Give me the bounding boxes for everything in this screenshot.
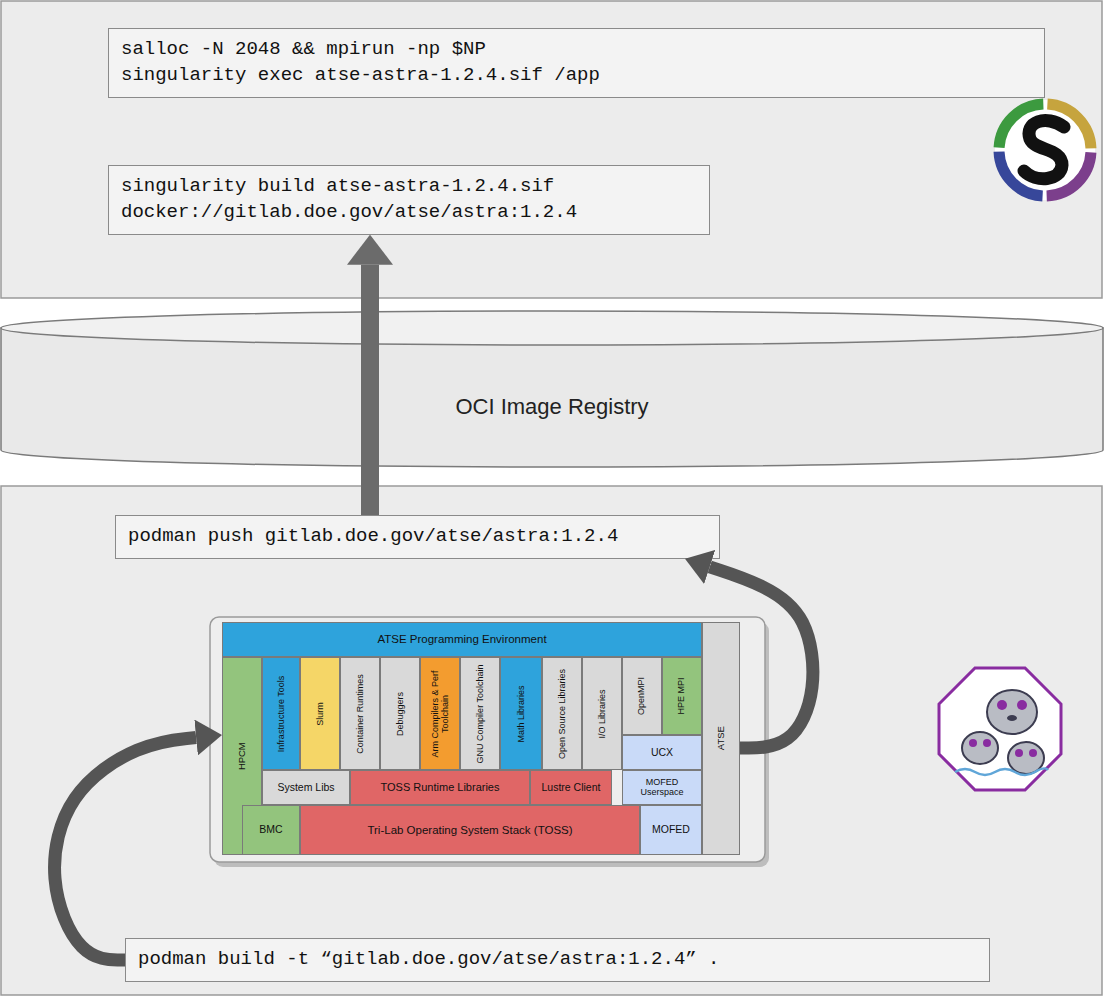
stack-column: Debuggers: [380, 657, 420, 770]
stack-column: Container Runtimes: [340, 657, 380, 770]
water-wave: [955, 768, 1048, 775]
command-text: salloc -N 2048 && mpirun -np $NP singula…: [121, 37, 611, 89]
stack-layer: TOSS Runtime Libraries: [350, 770, 530, 805]
layer-label: GNU Compiler Toolchain: [475, 658, 485, 769]
registry-cylinder: OCI Image Registry: [0, 310, 1104, 470]
seal-head: [962, 732, 998, 764]
logo-ring-green: [997, 102, 1094, 199]
command-box: podman build -t “gitlab.doe.gov/atse/ast…: [125, 938, 990, 982]
seal-eye: [1015, 749, 1023, 757]
seal-nose: [1007, 715, 1017, 721]
layer-label: UCX: [649, 747, 675, 759]
seal-eye: [969, 739, 977, 747]
layer-label: Arm Compilers & Perf Toolchain: [430, 658, 450, 769]
seal-eye: [1017, 700, 1027, 710]
layer-label: Lustre Client: [540, 782, 603, 794]
layer-label: Tri-Lab Operating System Stack (TOSS): [365, 824, 574, 837]
command-text: singularity build atse-astra-1.2.4.sif d…: [121, 174, 588, 226]
layer-label: OpenMPI: [637, 658, 647, 734]
run-panel: [1, 1, 1102, 298]
registry-label: OCI Image Registry: [455, 394, 648, 420]
seal-eye: [997, 700, 1007, 710]
seal-eye: [983, 739, 991, 747]
seal-head: [987, 690, 1037, 734]
layer-label: HPCM: [237, 658, 247, 854]
layer-label: MOFED Userspace: [623, 778, 701, 798]
stack-column: Arm Compilers & Perf Toolchain: [420, 657, 460, 770]
container-frame: [210, 617, 765, 862]
stack-container: [210, 617, 769, 867]
logo-octagon: [939, 668, 1061, 790]
layer-label: System Libs: [275, 782, 336, 794]
layer-label: Infrastructure Tools: [276, 658, 286, 769]
layer-label: HPE MPI: [677, 658, 687, 734]
stack-layer: MOFED: [640, 805, 702, 855]
stack-layer: BMC: [242, 805, 300, 855]
layer-label: Slurm: [315, 658, 325, 769]
stack-layer: System Libs: [262, 770, 350, 805]
stack-layer: Tri-Lab Operating System Stack (TOSS): [300, 805, 640, 855]
stack-layer: Lustre Client: [530, 770, 612, 805]
layer-label: ATSE: [716, 623, 726, 854]
singularity-logo: [995, 100, 1095, 200]
cylinder-top: [1, 311, 1103, 345]
logo-ring-blue: [997, 102, 1094, 199]
stack-column: I/O Libraries: [582, 657, 622, 770]
layer-label: I/O Libraries: [597, 658, 607, 769]
stack-layer: ATSE Programming Environment: [222, 622, 702, 657]
stack-column: Math Libraries: [500, 657, 542, 770]
command-box: podman push gitlab.doe.gov/atse/astra:1.…: [115, 515, 720, 559]
logo-ground: [995, 100, 1095, 200]
container-shadow: [214, 622, 769, 867]
command-box: salloc -N 2048 && mpirun -np $NP singula…: [108, 28, 1045, 98]
logo-ring-gold: [997, 102, 1094, 199]
command-text: podman build -t “gitlab.doe.gov/atse/ast…: [138, 947, 720, 973]
layer-label: Open Source Libraries: [557, 658, 567, 769]
layer-label: Container Runtimes: [355, 658, 365, 769]
podman-logo: [939, 668, 1061, 790]
stack-column: OpenMPI: [622, 657, 662, 735]
logo-ring-purple: [997, 102, 1094, 199]
stack-column: ATSE: [702, 622, 740, 855]
layer-label: Math Libraries: [516, 658, 526, 769]
stack-column: GNU Compiler Toolchain: [460, 657, 500, 770]
stack-column: Open Source Libraries: [542, 657, 582, 770]
stack-column: Slurm: [300, 657, 340, 770]
layer-label: BMC: [257, 824, 284, 836]
command-text: podman push gitlab.doe.gov/atse/astra:1.…: [128, 524, 618, 550]
cylinder-body: [1, 328, 1103, 467]
stack-layer: UCX: [622, 735, 702, 770]
layer-label: MOFED: [650, 824, 692, 836]
layer-label: TOSS Runtime Libraries: [378, 781, 501, 793]
stack-layer: MOFED Userspace: [622, 770, 702, 805]
logo-s-glyph: [1024, 121, 1064, 179]
cylinder-shape: [0, 310, 1104, 470]
flow-arrow: [55, 738, 197, 960]
stack-column: Infrastructure Tools: [262, 657, 300, 770]
command-box: singularity build atse-astra-1.2.4.sif d…: [108, 165, 710, 235]
build-panel: [1, 486, 1102, 995]
seal-eye: [1029, 749, 1037, 757]
layer-label: ATSE Programming Environment: [375, 633, 548, 646]
layer-label: Debuggers: [395, 658, 405, 769]
stack-column: HPE MPI: [662, 657, 702, 735]
